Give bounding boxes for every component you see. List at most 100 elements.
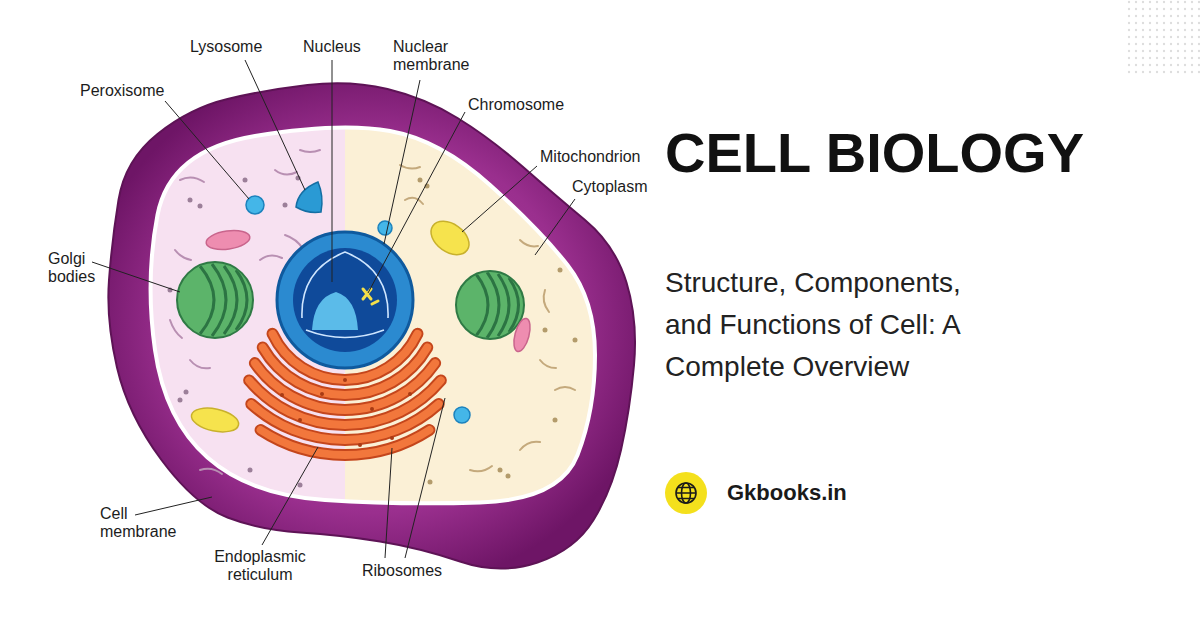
part-label: Lysosome (190, 38, 262, 56)
leader-line (384, 80, 420, 244)
leader-line (165, 101, 249, 199)
golgi-stripes (200, 264, 247, 336)
golgi-stripe (476, 274, 488, 336)
ribosome (358, 443, 362, 447)
granule (498, 468, 503, 473)
granule (243, 178, 248, 183)
chromosome-shape (363, 289, 378, 304)
granule (283, 203, 288, 208)
chromatin-line (306, 330, 384, 338)
part-label: Golgi bodies (48, 250, 106, 287)
nucleoplasm (293, 248, 397, 352)
part-label: Cell membrane (100, 505, 182, 542)
vesicle-shape (511, 317, 533, 353)
mitochondrion-shape (189, 404, 241, 435)
leader-lines (92, 60, 575, 558)
leader-line (368, 112, 465, 293)
filament (200, 469, 222, 474)
granule (184, 390, 189, 395)
golgi-stripe (236, 270, 247, 330)
ribosome (280, 393, 284, 397)
filament (190, 360, 210, 368)
leader-line (135, 497, 212, 515)
granule (198, 204, 203, 209)
golgi-stripe (212, 264, 226, 336)
er-sheet (255, 363, 435, 410)
peroxisome-shape (454, 407, 470, 423)
globe-icon (676, 483, 696, 503)
filament (400, 165, 420, 169)
ribosome (390, 436, 394, 440)
granule (428, 480, 433, 485)
lysosome-shape (296, 182, 322, 212)
part-label: Cytoplasm (572, 178, 648, 196)
filament (180, 177, 204, 182)
leader-line (245, 60, 305, 190)
granule (506, 474, 511, 479)
part-label: Mitochondrion (540, 148, 641, 166)
cytoplasm-outline (151, 127, 595, 503)
cytoplasm-area (100, 100, 645, 550)
leader-line (92, 262, 180, 292)
filament (470, 466, 492, 471)
leader-line (385, 448, 392, 558)
filament (175, 250, 191, 260)
granule (298, 483, 303, 488)
granule (558, 268, 563, 273)
ribosome (320, 392, 324, 396)
globe-icon-ground (665, 472, 707, 514)
ribosome (408, 392, 412, 396)
er-sheet (261, 430, 430, 455)
globe-outline (676, 483, 696, 503)
filament (260, 255, 282, 260)
filament (520, 240, 538, 246)
ribosome (298, 418, 302, 422)
leader-line (462, 166, 537, 232)
part-label: Ribosomes (362, 562, 442, 580)
part-label: Nuclear membrane (393, 38, 475, 75)
leader-line (535, 199, 575, 255)
part-label: Chromosome (468, 96, 564, 114)
granule (543, 328, 548, 333)
filament (300, 150, 320, 152)
granule (188, 198, 193, 203)
peroxisome-shape (378, 221, 392, 235)
ribosome (370, 407, 374, 411)
er-sheet (251, 404, 438, 440)
golgi-stripe (200, 266, 214, 334)
dot-pattern (1125, 0, 1200, 75)
vesicle-shape (205, 228, 251, 252)
golgi-stripe (487, 272, 499, 338)
granule (248, 468, 253, 473)
filament (520, 442, 540, 450)
filament (544, 290, 549, 312)
granule (573, 338, 578, 343)
leader-line (262, 447, 318, 545)
part-label: Endoplasmic reticulum (208, 548, 312, 585)
nucleus-shape (277, 232, 413, 368)
subtitle: Structure, Components, and Functions of … (665, 262, 995, 388)
part-label: Nucleus (303, 38, 361, 56)
part-label: Peroxisome (80, 82, 164, 100)
ribosome (343, 378, 347, 382)
nucleolus (312, 292, 358, 330)
granule (178, 398, 183, 403)
leader-line (332, 60, 333, 282)
golgi-stripe (498, 274, 509, 336)
golgi-stripe (509, 278, 519, 332)
granules-right (418, 178, 578, 485)
filament (540, 360, 556, 368)
leader-line (405, 398, 445, 558)
ribosome-dots (280, 378, 412, 447)
filament (405, 198, 423, 204)
granule (553, 418, 558, 423)
golgi-shape (177, 262, 253, 338)
filament (170, 320, 182, 338)
mitochondrion-shape (425, 214, 475, 261)
filament (555, 387, 575, 390)
page-title: CELL BIOLOGY (665, 122, 1084, 184)
granule (418, 178, 423, 183)
globe-parallels (676, 488, 696, 499)
